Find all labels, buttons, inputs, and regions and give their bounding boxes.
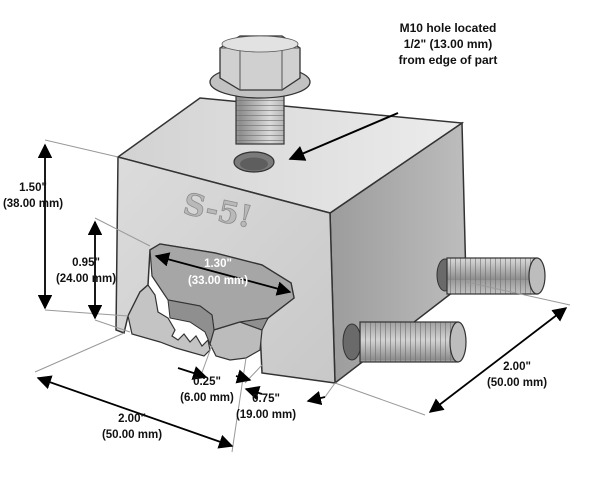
dim-arrow-front-width	[36, 375, 234, 449]
dim-arrow-depth	[428, 307, 568, 413]
dim-arrow-slot-width	[154, 252, 292, 296]
dim-front-width-in: 2.00"	[118, 413, 146, 425]
dim-opening-width-mm: (19.00 mm)	[236, 409, 296, 421]
dim-lip-width-mm: (6.00 mm)	[180, 392, 234, 404]
callout-line-1: M10 hole located	[400, 21, 497, 35]
callout-line-2: 1/2" (13.00 mm)	[404, 37, 492, 51]
dim-opening-width-in: 0.75"	[252, 393, 280, 405]
screw-thread-upper	[446, 257, 538, 295]
set-screw-lower	[342, 321, 467, 363]
dim-arrow-lip-right	[244, 385, 263, 400]
dimension-labels: 1.50" (38.00 mm) 0.95" (24.00 mm) 1.30" …	[3, 182, 547, 441]
dim-height-slot-mm: (24.00 mm)	[56, 273, 116, 285]
dim-lip-width-in: 0.25"	[193, 376, 221, 388]
dim-height-total-in: 1.50"	[19, 182, 47, 194]
dimension-arrows	[36, 143, 568, 449]
callout-line-3: from edge of part	[399, 53, 498, 67]
dim-arrow-opening-left	[235, 369, 252, 384]
set-screw-upper	[436, 257, 546, 295]
dim-height-slot-in: 0.95"	[72, 257, 100, 269]
dim-depth-in: 2.00"	[503, 361, 531, 373]
dim-front-width-mm: (50.00 mm)	[102, 429, 162, 441]
dim-depth-mm: (50.00 mm)	[487, 377, 547, 389]
serrated-jaw	[127, 284, 211, 357]
screw-thread-lower	[359, 321, 459, 363]
top-bolt	[209, 35, 311, 145]
screw-end-upper	[528, 257, 546, 295]
dim-slot-width-in: 1.30"	[204, 258, 232, 270]
screw-hole-lower	[342, 323, 362, 361]
hole-callout: M10 hole located 1/2" (13.00 mm) from ed…	[288, 21, 498, 161]
dim-arrow-opening-right	[306, 391, 326, 406]
dim-height-total-mm: (38.00 mm)	[3, 198, 63, 210]
m10-hole-inner	[240, 157, 268, 171]
screw-end-lower	[449, 321, 467, 363]
hex-top	[221, 35, 299, 53]
dim-slot-width-mm: (33.00 mm)	[188, 275, 248, 287]
callout-arrow	[288, 112, 399, 161]
dim-arrow-lip-left	[177, 366, 208, 380]
